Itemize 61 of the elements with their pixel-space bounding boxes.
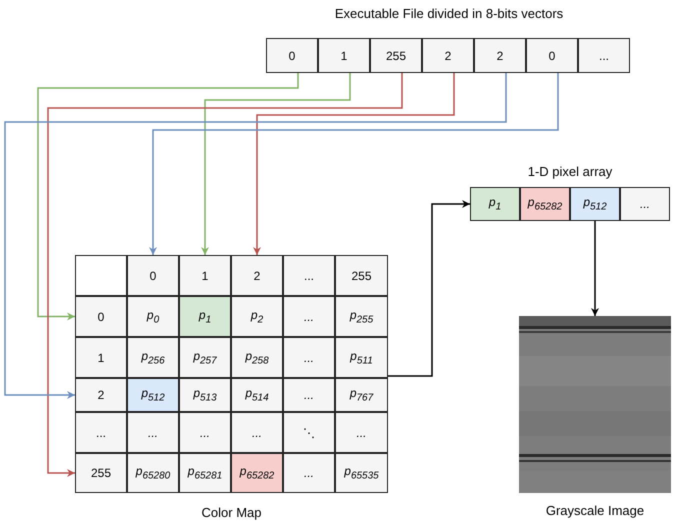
table-cell: 255: [335, 255, 388, 296]
table-cell: p$_{65281}$: [179, 453, 231, 493]
byte-cell: 2: [474, 38, 526, 73]
pixel-cell: p$_{512}$: [570, 187, 620, 221]
color-map-table: [75, 255, 388, 523]
byte-cell: 0: [526, 38, 578, 73]
pixel-cell: p$_{1}$: [470, 187, 520, 221]
table-cell: 2: [75, 378, 127, 412]
arrow: [149, 73, 559, 255]
table-cell: p$_{512}$: [127, 378, 179, 412]
table-cell: p$_{511}$: [335, 337, 388, 378]
table-cell: p$_{65535}$: [335, 453, 388, 493]
byte-cell: ...: [578, 38, 630, 73]
arrow: [388, 200, 470, 377]
table-cell: ...: [283, 255, 335, 296]
table-cell: ...: [179, 412, 231, 453]
table-cell: p$_{255}$: [335, 296, 388, 337]
table-cell: p$_{258}$: [231, 337, 283, 378]
array-title: Executable File divided in 8-bits vectors: [334, 6, 564, 21]
table-cell: p$_{767}$: [335, 378, 388, 412]
table-cell: ...: [231, 412, 283, 453]
table-cell: ...: [283, 378, 335, 412]
table-cell: 0: [127, 255, 179, 296]
table-cell: p$_{257}$: [179, 337, 231, 378]
table-cell: p$_{256}$: [127, 337, 179, 378]
table-cell: ...: [283, 337, 335, 378]
byte-cell: 2: [422, 38, 474, 73]
table-cell: ...: [283, 296, 335, 337]
array-title: 1-D pixel array: [528, 164, 612, 179]
table-cell: p$_{65280}$: [127, 453, 179, 493]
arrow: [4, 73, 507, 399]
table-cell: 1: [179, 255, 231, 296]
image-caption: Grayscale Image: [546, 503, 644, 518]
table-cell: 1: [75, 337, 127, 378]
arrow: [253, 73, 455, 255]
arrow: [47, 73, 403, 477]
table-cell: 255: [75, 453, 127, 493]
arrow: [37, 73, 299, 320]
pixel-cell: ...: [620, 187, 670, 221]
table-cell: ...: [127, 412, 179, 453]
table-cell: ⋱: [283, 412, 335, 453]
table-cell: 0: [75, 296, 127, 337]
table-corner-cell: [75, 255, 127, 296]
arrow: [591, 220, 599, 316]
table-cell: p$_{513}$: [179, 378, 231, 412]
table-cell: p$_{0}$: [127, 296, 179, 337]
table-cell: p$_{514}$: [231, 378, 283, 412]
byte-cell: 255: [370, 38, 422, 73]
table-cell: 2: [231, 255, 283, 296]
pixel-array: [470, 164, 670, 222]
table-cell: p$_{2}$: [231, 296, 283, 337]
table-cell: ...: [283, 453, 335, 493]
arrow: [201, 73, 351, 255]
table-cell: ...: [335, 412, 388, 453]
byte-cell: 1: [318, 38, 370, 73]
byte-cell: 0: [266, 38, 318, 73]
table-caption: Color Map: [202, 505, 262, 520]
table-cell: p$_{1}$: [179, 296, 231, 337]
table-cell: p$_{65282}$: [231, 453, 283, 493]
table-cell: ...: [75, 412, 127, 453]
pixel-cell: p$_{65282}$: [520, 187, 570, 221]
